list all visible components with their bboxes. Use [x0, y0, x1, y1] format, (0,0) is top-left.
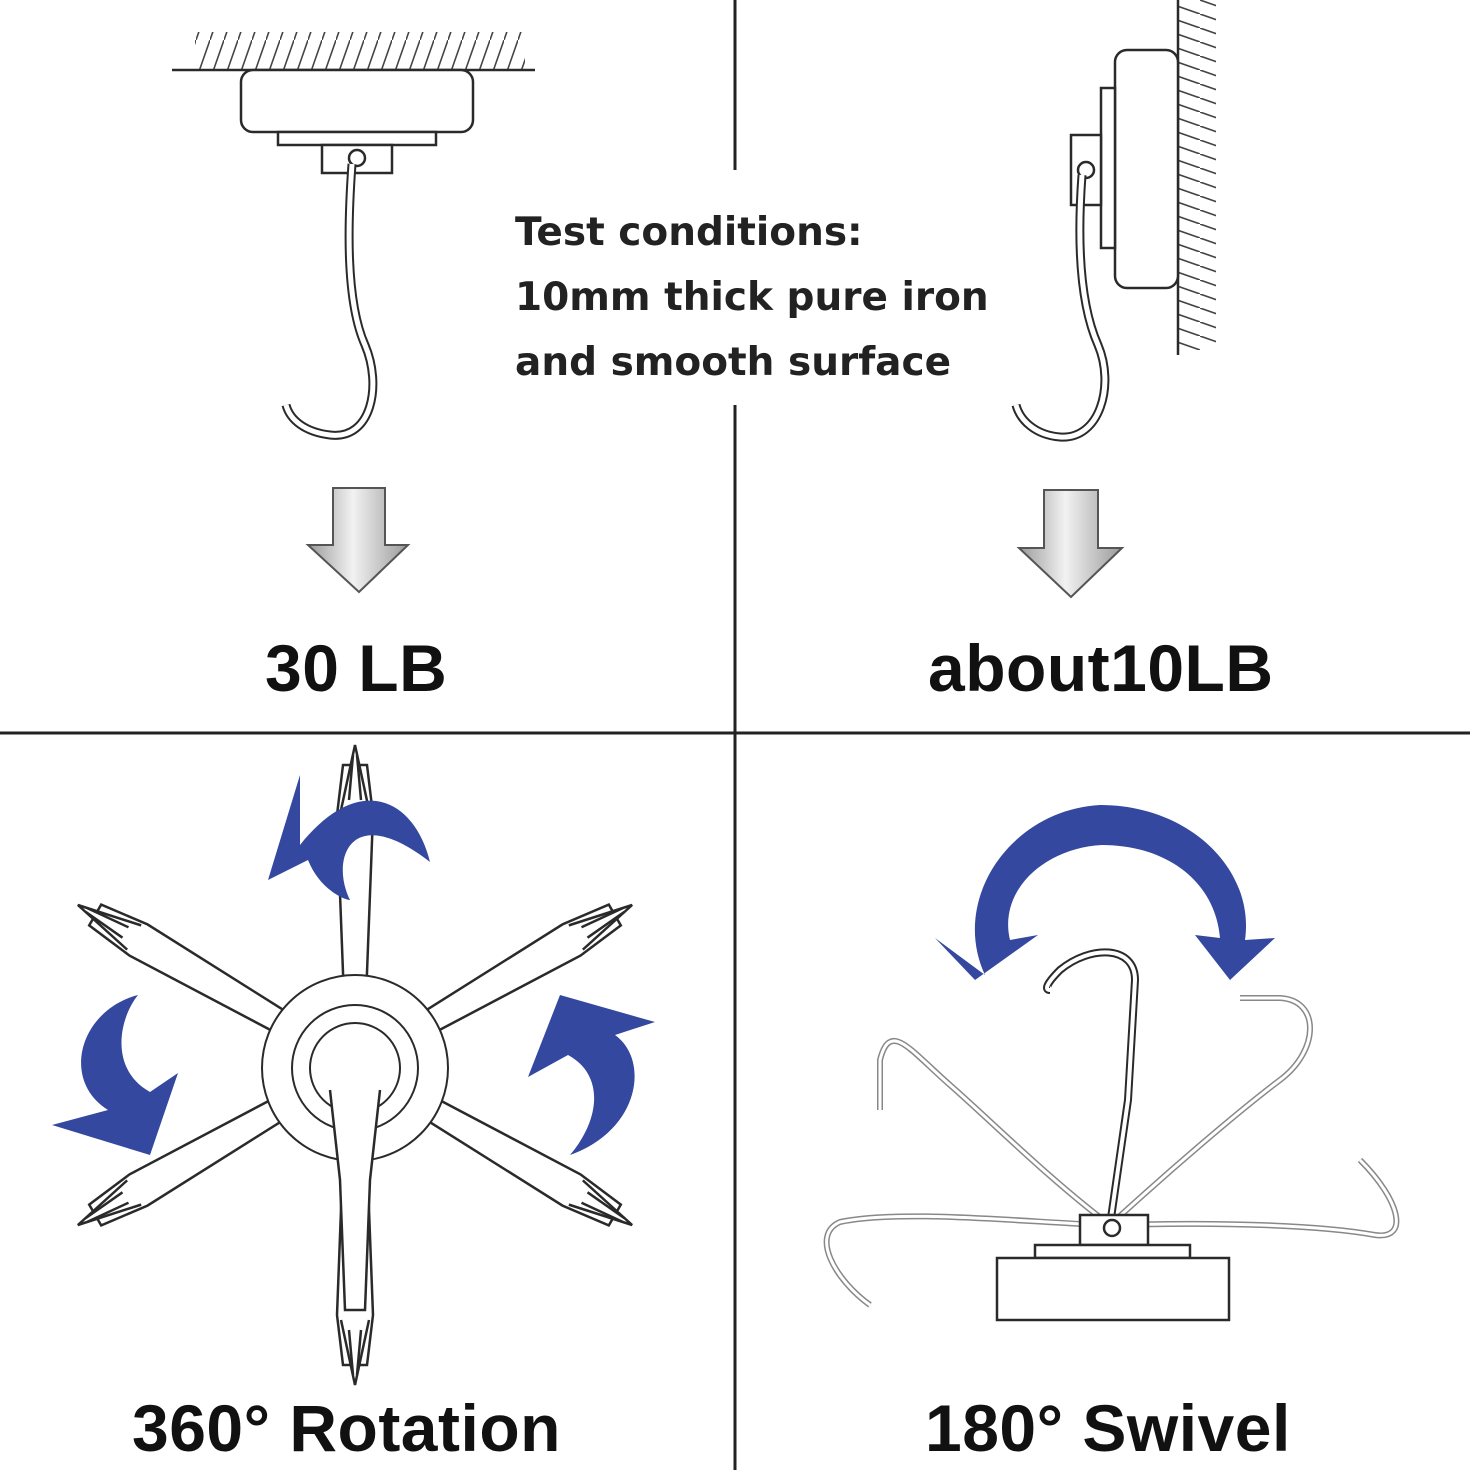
rotation-caption: 360° Rotation [132, 1391, 561, 1465]
ceiling-load-caption: 30 LB [265, 631, 448, 705]
swivel-caption: 180° Swivel [925, 1391, 1291, 1465]
down-arrow-left [305, 487, 411, 594]
curved-arrow-left [52, 995, 178, 1155]
swivel-hooks [823, 948, 1400, 1322]
down-arrow-right [1016, 489, 1125, 599]
rotation-arrows [52, 775, 655, 1155]
note-line-1: Test conditions: [515, 210, 863, 255]
note-line-2: 10mm thick pure iron [515, 275, 989, 320]
rotation-hooks [67, 743, 643, 1386]
wall-load-caption: about10LB [928, 631, 1274, 705]
curved-arrow-right [528, 995, 655, 1155]
swivel-arrow [935, 805, 1275, 980]
ceiling-hook-drawing [172, 32, 535, 440]
note-line-3: and smooth surface [515, 340, 952, 385]
test-conditions-note: Test conditions: 10mm thick pure iron an… [505, 190, 1005, 405]
wall-hook-drawing [1011, 0, 1216, 442]
curved-arrow-top [268, 775, 430, 900]
